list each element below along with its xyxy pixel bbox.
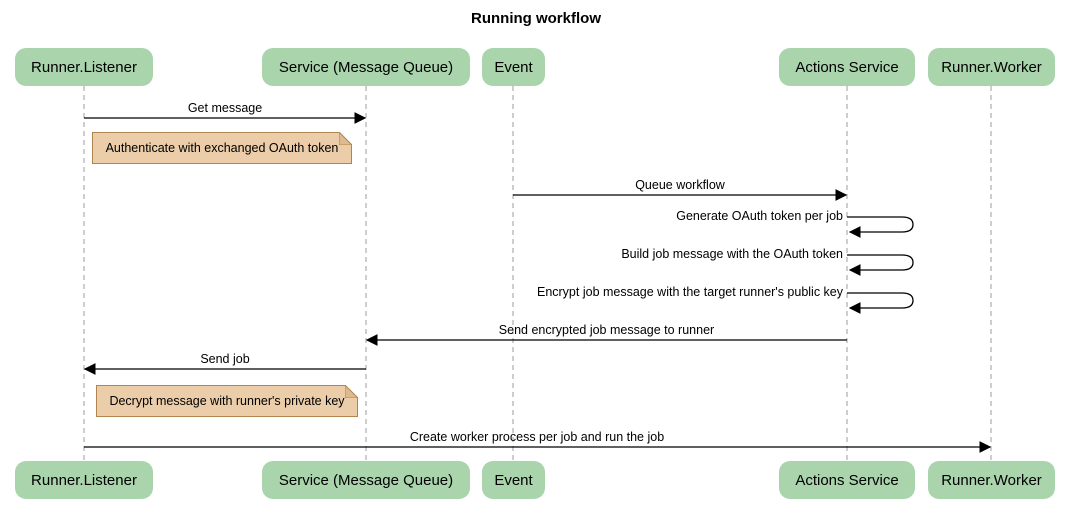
message-queue-workflow-label: Queue workflow [635, 178, 725, 192]
message-create-worker-process-label: Create worker process per job and run th… [409, 430, 665, 444]
message-send-encrypted-job-label: Send encrypted job message to runner [498, 323, 715, 337]
self-loop-encrypt-job-message [847, 292, 914, 314]
message-encrypt-job-message-label: Encrypt job message with the target runn… [536, 285, 843, 299]
actor-event-bottom: Event [482, 461, 545, 499]
actor-runner-listener-bottom: Runner.Listener [15, 461, 153, 499]
actor-event-top: Event [482, 48, 545, 86]
message-send-job-label: Send job [200, 352, 250, 366]
note-fold-icon [345, 385, 358, 398]
diagram-title: Running workflow [471, 10, 601, 27]
message-build-job-message-label: Build job message with the OAuth token [621, 247, 843, 261]
actor-actions-service-bottom: Actions Service [779, 461, 915, 499]
actor-runner-listener-top: Runner.Listener [15, 48, 153, 86]
actor-runner-worker-bottom: Runner.Worker [928, 461, 1055, 499]
note-authenticate-label: Authenticate with exchanged OAuth token [105, 141, 339, 155]
self-loop-build-job-message [847, 254, 914, 276]
actor-service-message-queue-top: Service (Message Queue) [262, 48, 470, 86]
note-authenticate-oauth: Authenticate with exchanged OAuth token [92, 132, 352, 164]
note-fold-icon [339, 132, 352, 145]
note-decrypt-private-key: Decrypt message with runner's private ke… [96, 385, 358, 417]
self-loop-generate-oauth-token [847, 216, 914, 238]
message-generate-oauth-token-label: Generate OAuth token per job [676, 209, 843, 223]
actor-service-message-queue-bottom: Service (Message Queue) [262, 461, 470, 499]
actor-runner-worker-top: Runner.Worker [928, 48, 1055, 86]
actor-actions-service-top: Actions Service [779, 48, 915, 86]
message-get-message-label: Get message [187, 101, 263, 115]
note-decrypt-label: Decrypt message with runner's private ke… [109, 394, 345, 408]
